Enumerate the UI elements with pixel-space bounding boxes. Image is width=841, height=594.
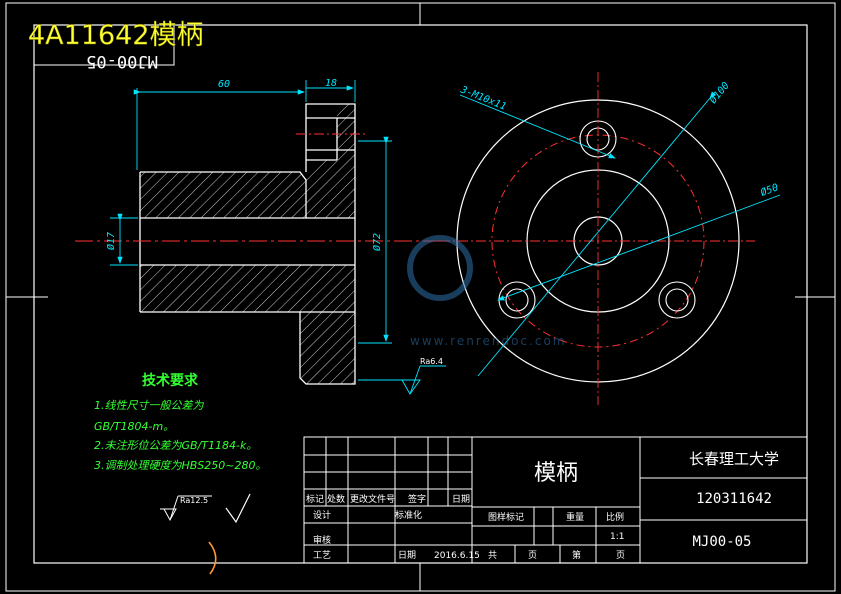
tech-line-3: 2.未注形位公差为GB/T1184-k。 <box>94 439 257 452</box>
title-block: 模柄 长春理工大学 120311642 MJ00-05 标记 处数 更改文件号 … <box>303 436 808 564</box>
tb-count-header: 处数 <box>327 493 345 505</box>
university-name: 长春理工大学 <box>689 450 779 468</box>
tb-weight: 重量 <box>566 511 584 523</box>
part-name: 模柄 <box>534 461 578 486</box>
tb-mark-header: 标记 <box>306 493 324 505</box>
roughness-general-label: Ra12.5 <box>180 496 208 505</box>
hatch-shank-upper <box>140 172 308 218</box>
dim-dia-17: Ø17 <box>105 232 117 250</box>
tb-scale: 比例 <box>606 511 624 523</box>
dim-hole-callout: 3-M10x11 <box>458 84 508 113</box>
tb-stage-mark: 图样标记 <box>488 511 524 523</box>
rotated-drawing-number: MJ00-05 <box>86 51 158 71</box>
front-view: 3-M10x11 Ø100 Ø50 <box>440 72 781 405</box>
dim-dia-100: Ø100 <box>707 80 732 106</box>
tb-total-prefix: 共 <box>488 550 497 561</box>
tb-sign-header: 签字 <box>408 493 426 505</box>
rotated-number-box: MJ00-05 <box>33 24 175 71</box>
student-id: 120311642 <box>696 491 772 507</box>
dim-length-18: 18 <box>325 78 337 89</box>
section-view: 60 18 Ø17 Ø72 Ra6.4 <box>75 78 450 395</box>
tb-scale-value: 1:1 <box>610 532 624 542</box>
tb-review-label: 审核 <box>313 534 331 546</box>
tech-line-1: 1.线性尺寸一般公差为 <box>94 399 204 412</box>
tb-date-label: 日期 <box>398 550 416 561</box>
tb-standardize-label: 标准化 <box>395 509 422 521</box>
centering-marks <box>6 3 835 591</box>
watermark: www.renrendoc.com <box>407 235 566 348</box>
page-title: 4A11642模柄 <box>28 20 204 51</box>
roughness-face-label: Ra6.4 <box>420 357 443 366</box>
tb-process-label: 工艺 <box>313 550 331 561</box>
tb-date-value: 2016.6.15 <box>434 551 480 561</box>
dim-dia-72: Ø72 <box>371 233 383 251</box>
tb-page-label: 页 <box>528 550 537 561</box>
tech-line-2: GB/T1804-m。 <box>94 420 174 433</box>
dim-length-60: 60 <box>218 79 230 90</box>
watermark-url: www.renrendoc.com <box>410 334 566 348</box>
tb-design-label: 设计 <box>313 509 331 521</box>
tb-sheet-prefix: 第 <box>572 549 581 561</box>
tb-sheet-label: 页 <box>616 550 625 561</box>
dim-dia-50: Ø50 <box>759 181 780 198</box>
tech-line-4: 3.调制处理硬度为HBS250~280。 <box>94 459 267 472</box>
tb-zone-header: 更改文件号 <box>350 493 395 505</box>
hatch-flange-upper <box>308 104 355 218</box>
drawing-code: MJ00-05 <box>692 534 751 550</box>
hatch-shank-lower <box>140 265 300 312</box>
hatch-flange-lower <box>300 265 355 384</box>
tech-heading: 技术要求 <box>142 372 199 389</box>
tech-requirements: 技术要求 1.线性尺寸一般公差为 GB/T1804-m。 2.未注形位公差为GB… <box>94 372 267 472</box>
general-roughness: Ra12.5 <box>160 493 251 575</box>
tb-date-header: 日期 <box>452 494 470 505</box>
